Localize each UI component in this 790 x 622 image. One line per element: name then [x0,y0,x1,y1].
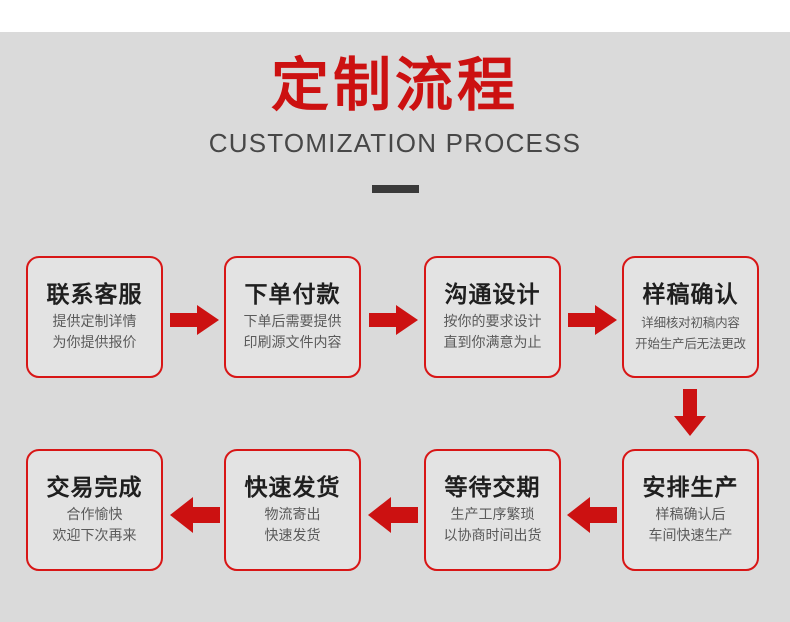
step-box-2[interactable]: 下单付款 下单后需要提供 印刷源文件内容 [224,256,361,378]
step-description-line: 样稿确认后 [655,507,726,523]
step-description-line: 直到你满意为止 [443,335,542,351]
step-box-6[interactable]: 等待交期 生产工序繁琐 以协商时间出货 [424,449,561,571]
step-description-line: 车间快速生产 [648,528,733,544]
step-title: 样稿确认 [642,282,739,308]
step-description-line: 生产工序繁琐 [450,507,535,523]
step-description: 生产工序繁琐 以协商时间出货 [444,505,542,547]
step-description-line: 详细核对初稿内容 [641,315,740,330]
arrow-right-icon [568,303,618,342]
step-description-line: 提供定制详情 [52,314,137,330]
step-description: 样稿确认后 车间快速生产 [649,505,733,547]
step-description-line: 下单后需要提供 [243,314,342,330]
step-description-line: 欢迎下次再来 [52,528,137,544]
step-description: 提供定制详情 为你提供报价 [53,312,137,354]
step-title: 下单付款 [244,282,341,308]
step-description: 按你的要求设计 直到你满意为止 [444,312,542,354]
step-description-line: 印刷源文件内容 [243,335,342,351]
page-title: 定制流程 [270,51,519,119]
step-title: 沟通设计 [444,282,541,308]
step-description-line: 物流寄出 [264,507,321,523]
step-description: 下单后需要提供 印刷源文件内容 [244,312,342,354]
step-description-line: 开始生产后无法更改 [635,336,746,351]
arrow-right-icon [369,303,419,342]
step-title: 联系客服 [46,282,143,308]
step-description-line: 按你的要求设计 [443,314,542,330]
arrow-left-icon [566,495,618,540]
arrow-left-icon [367,495,419,540]
header: 定制流程 CUSTOMIZATION PROCESS [0,48,790,160]
step-box-7[interactable]: 快速发货 物流寄出 快速发货 [224,449,361,571]
step-description-line: 以协商时间出货 [443,528,542,544]
step-box-3[interactable]: 沟通设计 按你的要求设计 直到你满意为止 [424,256,561,378]
step-box-4[interactable]: 样稿确认 详细核对初稿内容 开始生产后无法更改 [622,256,759,378]
step-description: 物流寄出 快速发货 [265,505,321,547]
step-box-1[interactable]: 联系客服 提供定制详情 为你提供报价 [26,256,163,378]
arrow-down-icon [672,389,708,442]
title-divider [372,185,419,193]
step-title: 安排生产 [642,475,739,501]
step-description-line: 快速发货 [264,528,321,544]
step-description-line: 为你提供报价 [52,335,137,351]
step-title: 交易完成 [46,475,143,501]
step-box-5[interactable]: 安排生产 样稿确认后 车间快速生产 [622,449,759,571]
step-title: 等待交期 [444,475,541,501]
step-description-line: 合作愉快 [66,507,123,523]
step-box-8[interactable]: 交易完成 合作愉快 欢迎下次再来 [26,449,163,571]
step-title: 快速发货 [244,475,341,501]
arrow-right-icon [170,303,220,342]
arrow-left-icon [169,495,221,540]
page-subtitle: CUSTOMIZATION PROCESS [208,128,582,158]
step-description: 合作愉快 欢迎下次再来 [53,505,137,547]
step-description: 详细核对初稿内容 开始生产后无法更改 [635,312,746,354]
